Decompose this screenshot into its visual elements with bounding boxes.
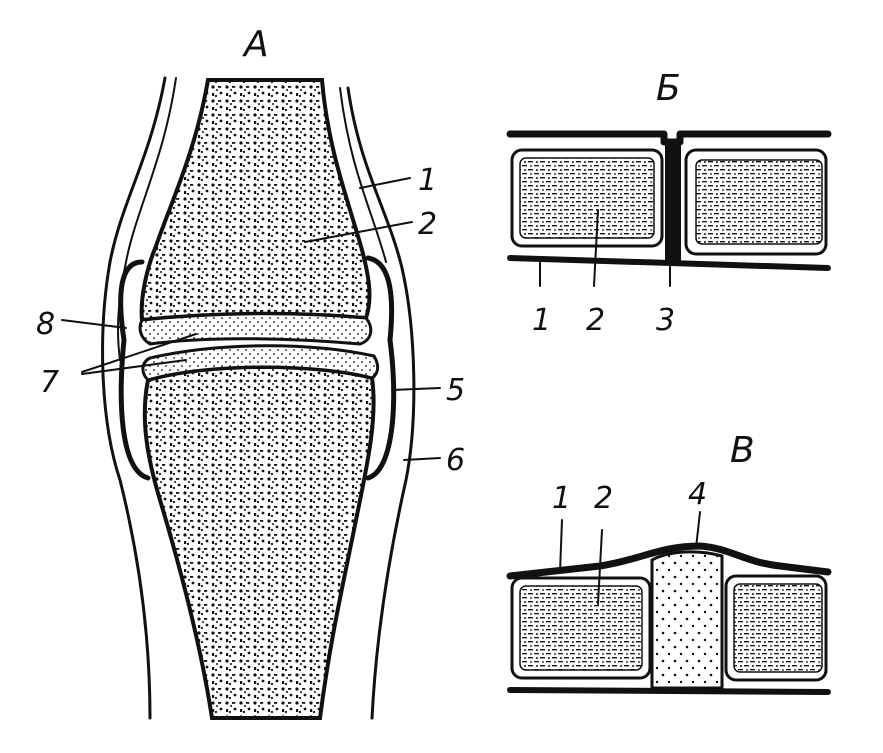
label-a-7: 7 — [40, 365, 59, 400]
bone-right-b-spongy — [696, 160, 822, 244]
label-a-1: 1 — [418, 163, 437, 198]
upper-bone-spongy — [142, 80, 370, 320]
leader-v-1 — [560, 520, 562, 572]
bone-right-v-spongy — [734, 584, 822, 672]
fibrous-tissue-b — [665, 140, 681, 262]
panel-v-title: В — [730, 430, 755, 471]
label-v-2: 2 — [594, 481, 613, 516]
label-b-3: 3 — [656, 303, 675, 338]
panel-a-title: А — [242, 24, 269, 65]
periosteum-bottom-v — [510, 690, 828, 692]
lower-bone-spongy — [145, 367, 374, 718]
leader-a-1 — [360, 178, 410, 188]
leader-a-5 — [392, 388, 440, 390]
bone-left-b-spongy — [520, 158, 654, 238]
label-a-6: 6 — [446, 443, 465, 478]
panel-b-title: Б — [656, 68, 681, 109]
cartilage-plate-v — [652, 552, 722, 688]
panel-a-synovial-joint: А 1 2 5 6 7 8 — [36, 24, 465, 718]
upper-articular-cartilage — [140, 314, 371, 344]
leader-a-8 — [62, 320, 126, 328]
label-b-1: 1 — [532, 303, 551, 338]
label-v-4: 4 — [688, 477, 707, 512]
panel-b-fibrous-junction: Б 1 2 3 — [510, 68, 828, 338]
label-a-5: 5 — [446, 373, 465, 408]
label-a-2: 2 — [418, 207, 437, 242]
label-b-2: 2 — [586, 303, 605, 338]
panel-v-cartilaginous-junction: В 1 2 4 — [510, 430, 828, 692]
label-a-8: 8 — [36, 307, 55, 342]
bone-left-v-spongy — [520, 586, 642, 670]
label-v-1: 1 — [552, 481, 571, 516]
